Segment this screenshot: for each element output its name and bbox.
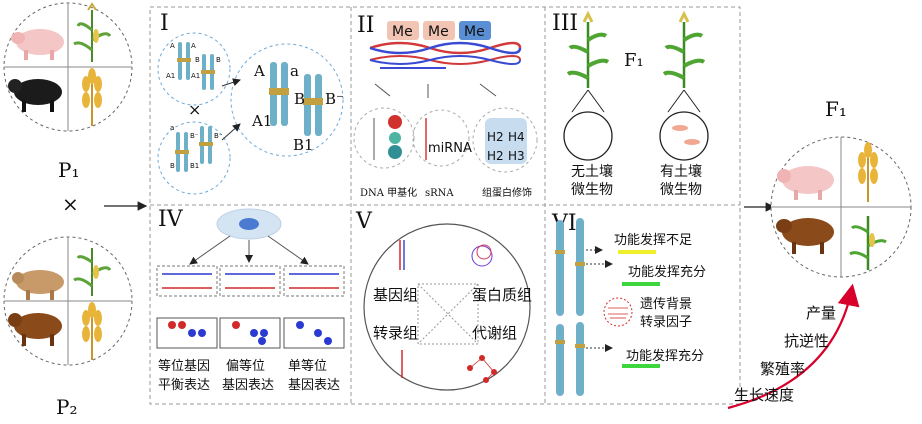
improvement-arrow	[727, 283, 860, 410]
svg-text:B⁻: B⁻	[190, 132, 199, 140]
panel-II-numeral: II	[357, 13, 374, 38]
label-underperform: 功能发挥不足	[614, 232, 692, 248]
allele-A1: A1	[251, 112, 272, 130]
label-transcription-factor: 转录因子	[640, 315, 692, 330]
svg-text:Me: Me	[392, 24, 413, 40]
caption-histone: 组蛋白修饰	[482, 186, 532, 199]
svg-text:H4: H4	[508, 130, 525, 144]
svg-text:B: B	[216, 56, 221, 64]
panel-IV-numeral: IV	[158, 207, 184, 232]
panel-V: V 基因组 蛋白质组 转录组 代谢组	[355, 209, 532, 391]
panel-III-f1: F₁	[624, 50, 644, 71]
trait-yield: 产量	[806, 304, 836, 322]
green-bar	[622, 282, 660, 286]
p1-circle	[3, 2, 133, 132]
panel-V-numeral: V	[355, 209, 373, 234]
wheat-icon	[82, 302, 102, 360]
cattle-icon	[8, 313, 62, 346]
panel-IV: IV 等位基因 平衡表达 偏等位	[156, 207, 345, 393]
p1-label: P₁	[58, 158, 79, 182]
svg-text:B: B	[170, 162, 175, 170]
f1-output: F₁	[727, 97, 912, 410]
cross-symbol: ×	[62, 192, 79, 216]
svg-text:Me: Me	[464, 24, 485, 40]
panel-II: II Me Me Me miRNA H2 H4 H2 H3	[353, 13, 538, 199]
svg-text:B⁻: B⁻	[214, 132, 223, 140]
maize-icon	[73, 248, 112, 296]
panel-III-numeral: III	[552, 11, 578, 36]
label-genetic-background: 遗传背景	[640, 297, 692, 312]
green-bar	[622, 364, 660, 368]
soil-microbe-line1: 有土壤	[660, 163, 702, 180]
trait-reproduction: 繁殖率	[760, 360, 805, 378]
no-soil-microbe-line2: 微生物	[571, 182, 613, 198]
svg-text:H2: H2	[487, 130, 504, 144]
trait-stress-resistance: 抗逆性	[784, 332, 829, 350]
svg-text:A1: A1	[191, 72, 200, 80]
panel-III: III F₁ 无土壤 微生物 有土壤	[552, 10, 709, 198]
caption-balanced-line1: 等位基因	[158, 358, 210, 374]
panel-I-numeral: I	[160, 11, 169, 36]
panel-I-cross: ×	[188, 100, 201, 119]
f1-label: F₁	[825, 97, 847, 121]
allele-B: B	[294, 90, 305, 108]
trait-growth-rate: 生长速度	[734, 386, 794, 404]
label-proteome: 蛋白质组	[472, 286, 532, 304]
me-tag	[387, 21, 419, 40]
panel-I: I × A A B B A1 A1	[157, 11, 344, 195]
allele-A: A	[253, 62, 265, 80]
p2-circle	[3, 236, 133, 366]
allele-B1: B1	[293, 136, 314, 154]
svg-text:A: A	[191, 42, 196, 50]
svg-text:B: B	[195, 56, 200, 64]
pig-icon	[777, 166, 834, 200]
maize-icon	[662, 10, 706, 88]
allele-B-minus: B⁻	[325, 90, 344, 108]
caption-mono-line2: 基因表达	[288, 378, 340, 393]
mirna-label: miRNA	[428, 141, 472, 156]
caption-balanced-line2: 平衡表达	[158, 378, 210, 393]
cattle-icon	[776, 218, 834, 254]
label-genome: 基因组	[373, 286, 418, 304]
svg-text:A: A	[170, 42, 175, 50]
no-soil-microbe-line1: 无土壤	[571, 163, 613, 180]
caption-biased-line2: 基因表达	[222, 378, 274, 393]
label-full-function-2: 功能发挥充分	[626, 348, 704, 364]
svg-text:Me: Me	[428, 24, 449, 40]
allele-a: a	[290, 62, 299, 80]
panels-frame	[149, 6, 741, 405]
svg-text:a: a	[170, 124, 174, 132]
svg-text:H3: H3	[508, 149, 525, 163]
cattle-icon	[8, 79, 62, 112]
wheat-icon	[858, 142, 878, 202]
caption-dna-methylation: DNA 甲基化	[360, 186, 417, 199]
caption-srna: sRNA	[425, 188, 454, 199]
me-tag	[459, 21, 491, 40]
me-tag	[423, 21, 455, 40]
p2-label: P₂	[56, 395, 77, 419]
parents-group: P₁ ×	[3, 2, 133, 419]
yellow-bar	[618, 250, 656, 254]
soil-microbe-line2: 微生物	[660, 182, 702, 198]
svg-text:H2: H2	[487, 149, 504, 163]
maize-icon	[73, 2, 112, 62]
caption-biased-line1: 偏等位	[226, 358, 265, 374]
label-transcriptome: 转录组	[373, 324, 418, 342]
label-metabolome: 代谢组	[472, 324, 517, 342]
panel-VI: VI 功能发挥不足 功能发挥充分 遗传背景 转录因子	[551, 211, 706, 396]
maize-icon	[566, 10, 610, 88]
caption-mono-line1: 单等位	[288, 358, 327, 374]
svg-text:B1: B1	[190, 162, 199, 170]
maize-icon	[849, 216, 887, 270]
svg-text:A1: A1	[166, 72, 175, 80]
label-full-function-1: 功能发挥充分	[628, 264, 706, 280]
wheat-icon	[82, 68, 102, 126]
pig-icon	[12, 270, 64, 300]
pig-icon	[11, 29, 64, 60]
